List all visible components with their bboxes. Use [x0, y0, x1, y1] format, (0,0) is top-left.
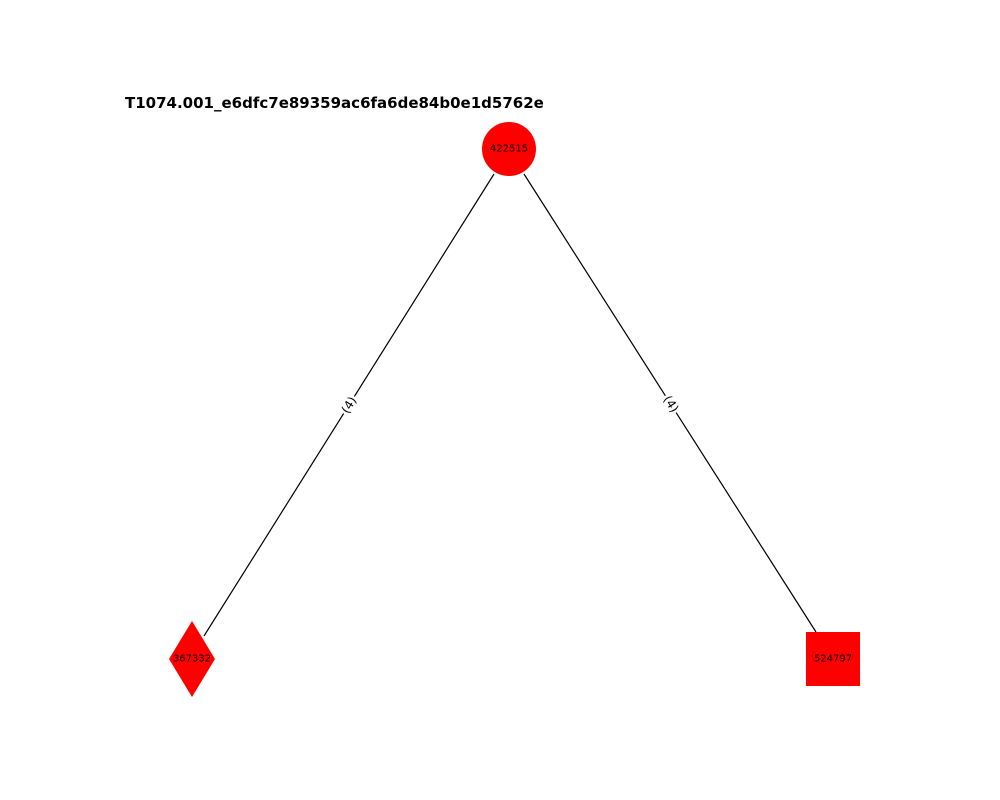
edge-label-group-2: (4)	[658, 390, 684, 418]
node-422515[interactable]: 422515	[482, 122, 536, 176]
node-367332[interactable]: 367332	[169, 621, 215, 697]
node-label: 367332	[173, 654, 211, 665]
node-label: 524797	[814, 654, 852, 665]
diagram-title: T1074.001_e6dfc7e89359ac6fa6de84b0e1d576…	[125, 94, 544, 112]
node-label: 422515	[490, 144, 528, 155]
edges-layer	[203, 173, 817, 637]
edge-label: (4)	[660, 393, 681, 415]
nodes-layer: 422515 367332 524797	[169, 122, 860, 697]
edge-label-group-1: (4)	[336, 391, 362, 419]
circle-node-shape	[482, 122, 536, 176]
node-524797[interactable]: 524797	[806, 632, 860, 686]
edge-label: (4)	[339, 394, 360, 416]
diamond-node-shape	[169, 621, 215, 697]
edge-labels-layer: (4) (4)	[336, 390, 684, 419]
square-node-shape	[806, 632, 860, 686]
